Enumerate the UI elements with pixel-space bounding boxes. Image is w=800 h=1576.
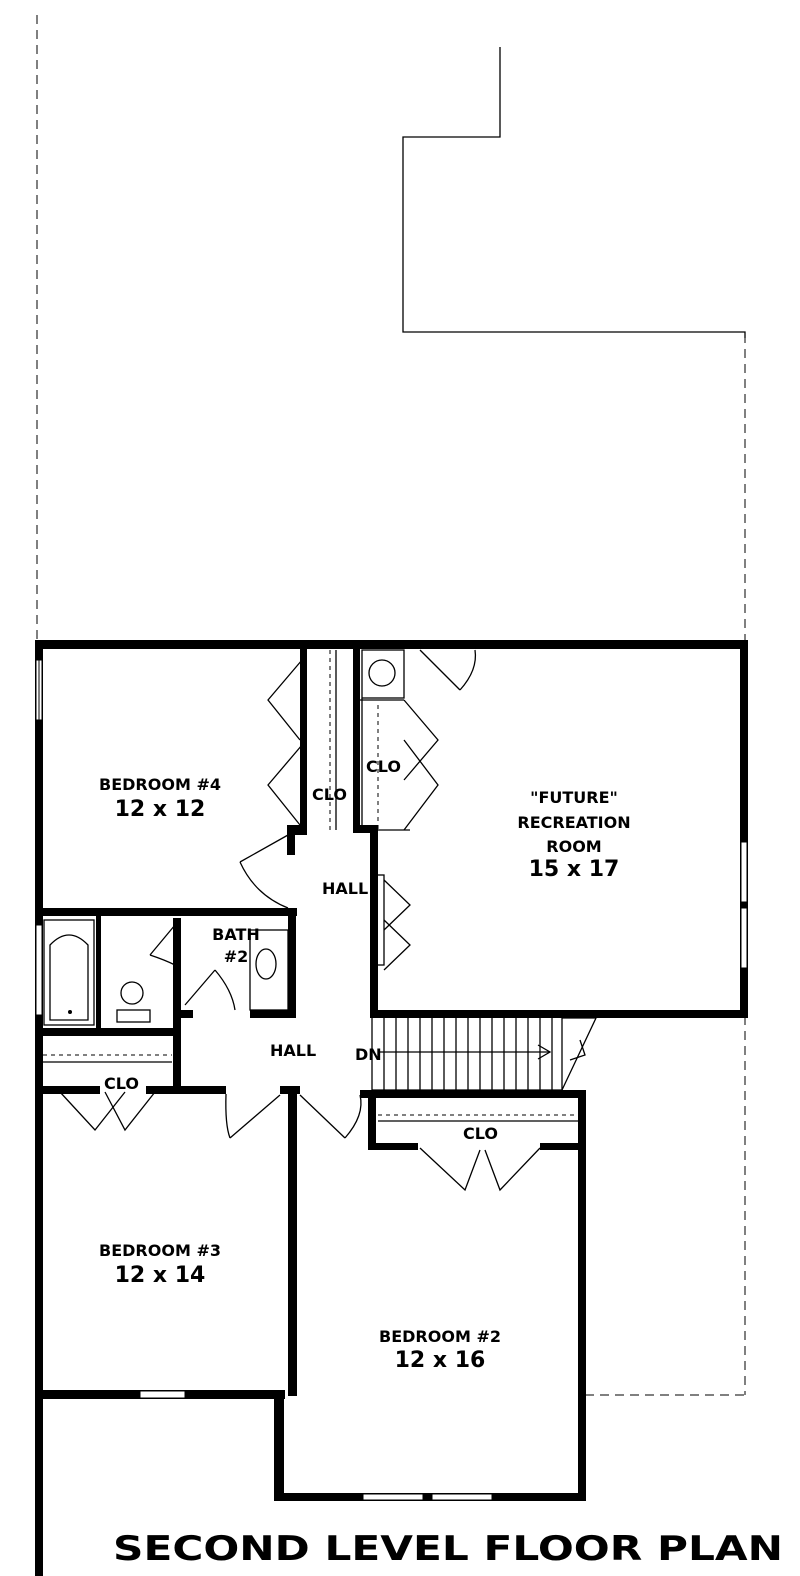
windows [35, 659, 748, 1501]
future-line-1: "FUTURE" [530, 788, 618, 807]
future-line-3: ROOM [546, 837, 601, 856]
future-size: 15 x 17 [529, 857, 620, 882]
interior-walls [35, 649, 586, 1396]
plan-title: SECOND LEVEL FLOOR PLAN [113, 1529, 783, 1569]
hall-lower-label: HALL [270, 1041, 316, 1060]
bedroom-2-closet-label: CLO [463, 1124, 498, 1143]
bedroom-2-size: 12 x 16 [395, 1348, 486, 1373]
lower-level-outline [36, 15, 746, 1396]
bath-2-label: BATH #2 [212, 925, 260, 966]
bedroom-4-size: 12 x 12 [115, 797, 206, 822]
bedroom-4-name: BEDROOM #4 [99, 775, 221, 794]
bedroom-2-label: BEDROOM #2 12 x 16 [379, 1327, 501, 1373]
bedroom-2-name: BEDROOM #2 [379, 1327, 501, 1346]
future-closet-label: CLO [366, 757, 401, 776]
bedroom-3-size: 12 x 14 [115, 1263, 206, 1288]
bath-2-line-2: #2 [224, 947, 249, 966]
bedroom-3-closet-label: CLO [104, 1074, 139, 1093]
closet-details [43, 649, 578, 1192]
hall-upper-label: HALL [322, 879, 368, 898]
bath-fixtures [43, 919, 289, 1026]
doors [149, 649, 477, 1139]
bedroom-4-closet-label: CLO [312, 785, 347, 804]
stair-down-label: DN [355, 1045, 382, 1064]
bedroom-3-label: BEDROOM #3 12 x 14 [99, 1241, 221, 1288]
stairs [371, 1017, 598, 1091]
bath-2-line-1: BATH [212, 925, 260, 944]
future-line-2: RECREATION [517, 813, 630, 832]
bedroom-3-name: BEDROOM #3 [99, 1241, 221, 1260]
bedroom-4-label: BEDROOM #4 12 x 12 [99, 775, 221, 822]
future-room-label: "FUTURE" RECREATION ROOM 15 x 17 [517, 788, 630, 882]
